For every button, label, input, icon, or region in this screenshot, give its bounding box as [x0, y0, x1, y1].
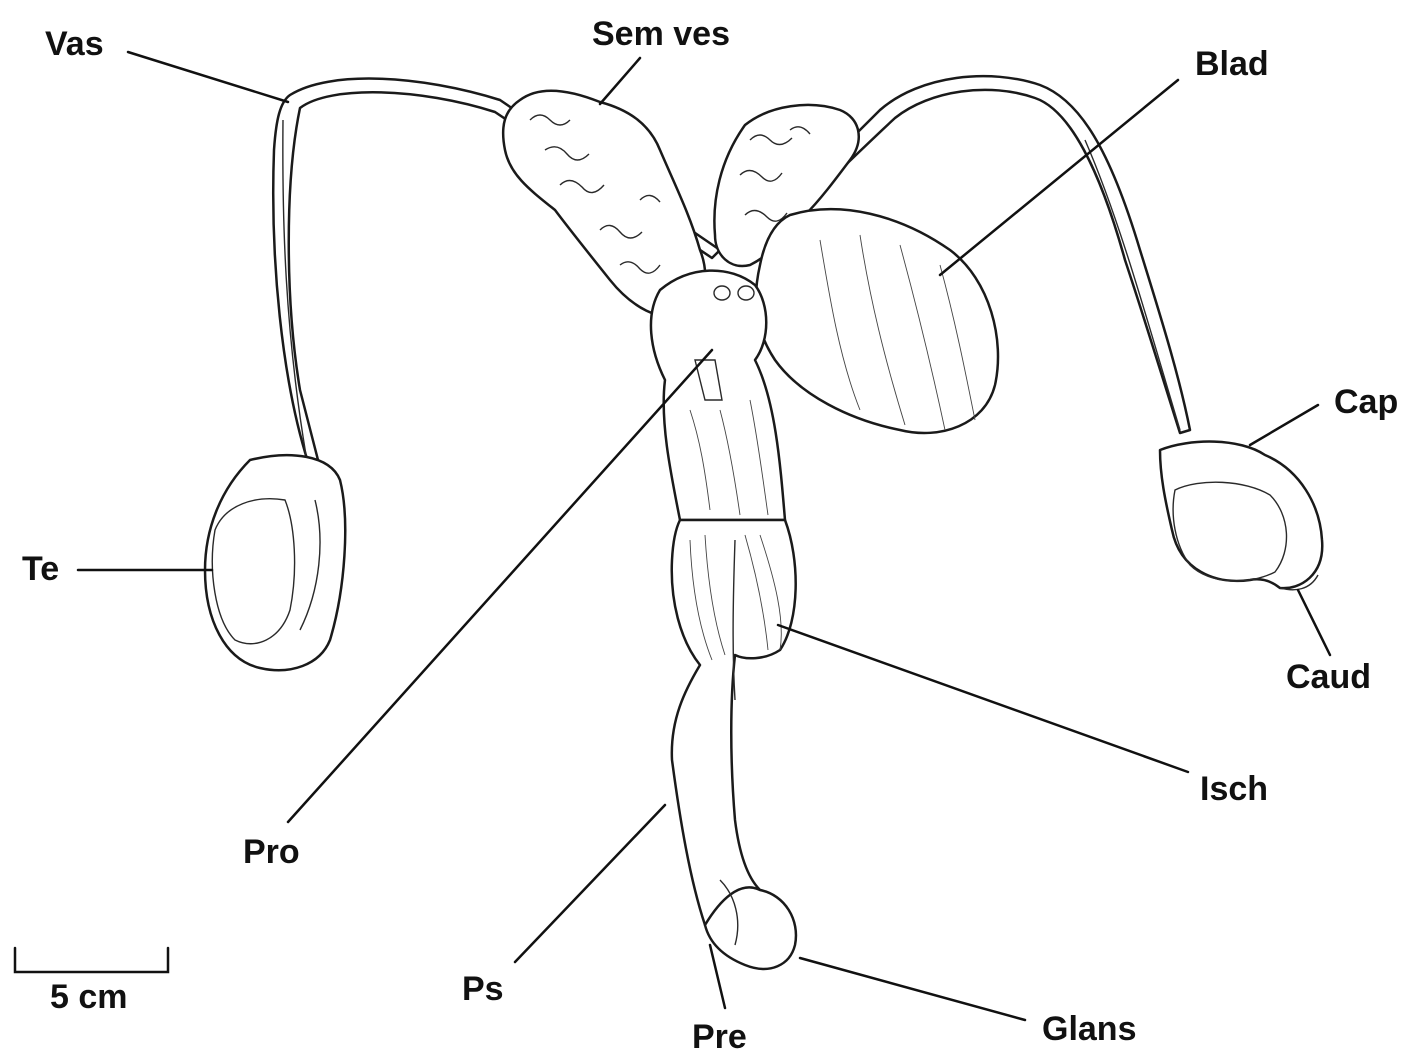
label-pro: Pro: [243, 833, 300, 871]
left-testis: [205, 455, 345, 670]
leader-cap: [1250, 405, 1318, 445]
label-isch: Isch: [1200, 770, 1268, 808]
scale-bar-line: [15, 948, 168, 972]
scale-bar-label: 5 cm: [50, 978, 128, 1016]
label-cap: Cap: [1334, 383, 1398, 421]
label-sem-ves: Sem ves: [592, 15, 730, 53]
penis-shaft: [672, 520, 796, 925]
leader-sem-ves: [600, 58, 640, 104]
label-pre: Pre: [692, 1018, 747, 1056]
leader-vas: [128, 52, 288, 102]
scale-bar: 5 cm: [15, 948, 168, 1016]
leader-glans: [800, 958, 1025, 1020]
leader-isch: [778, 625, 1188, 772]
bladder: [756, 209, 998, 433]
leader-caud: [1298, 590, 1330, 655]
label-te: Te: [22, 550, 59, 588]
label-vas: Vas: [45, 25, 104, 63]
right-testis: [1160, 442, 1322, 590]
label-caud: Caud: [1286, 658, 1371, 696]
label-blad: Blad: [1195, 45, 1269, 83]
leader-pre: [710, 945, 725, 1008]
leader-pro: [288, 350, 712, 822]
label-glans: Glans: [1042, 1010, 1136, 1048]
leader-ps: [515, 805, 665, 962]
label-ps: Ps: [462, 970, 504, 1008]
